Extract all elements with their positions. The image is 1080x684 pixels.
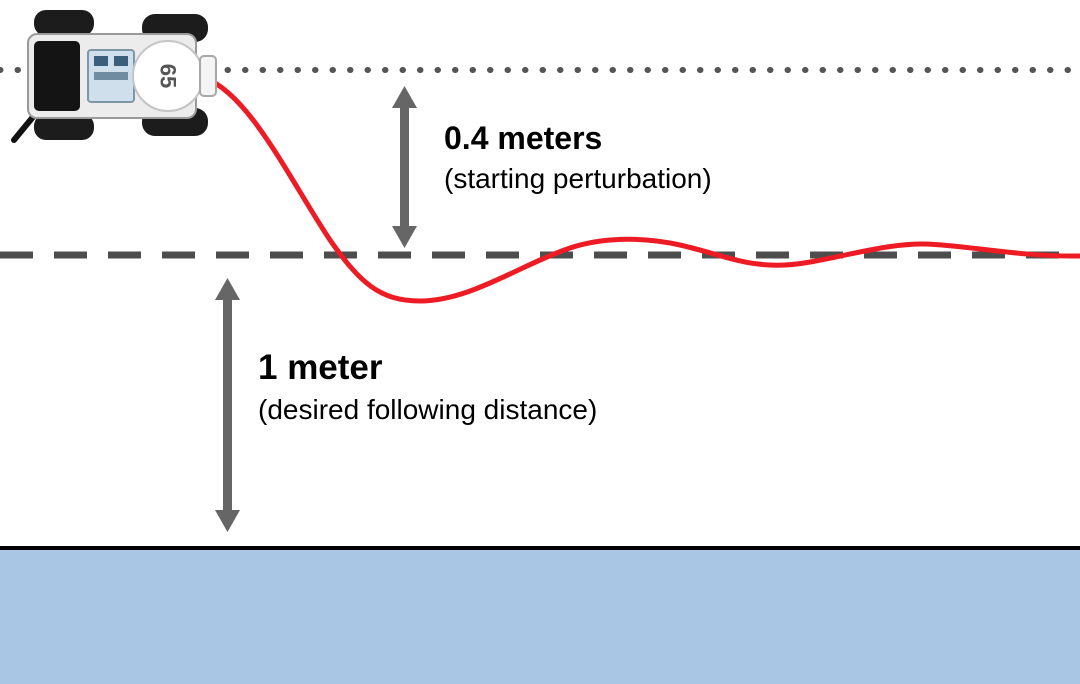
distance-arrow-head-up xyxy=(215,278,240,300)
distance-arrow xyxy=(215,278,240,532)
leader-region xyxy=(0,550,1080,684)
perturbation-annotation: 0.4 meters (starting perturbation) xyxy=(444,120,712,195)
distance-arrow-head-down xyxy=(215,510,240,532)
distance-annotation: 1 meter (desired following distance) xyxy=(258,348,597,426)
leader-edge-line xyxy=(0,546,1080,550)
robot-chip xyxy=(114,56,128,66)
distance-arrow-shaft xyxy=(223,294,232,516)
robot-number-text: 65 xyxy=(156,64,181,88)
perturbation-arrow xyxy=(392,86,417,248)
robot-chip xyxy=(94,56,108,66)
perturbation-arrow-head-down xyxy=(392,226,417,248)
perturbation-arrow-head-up xyxy=(392,86,417,108)
robot-image: 65 xyxy=(11,10,217,143)
robot-front-bumper xyxy=(199,55,217,97)
perturbation-value-label: 0.4 meters xyxy=(444,120,603,156)
robot-connector xyxy=(94,72,128,80)
robot-battery xyxy=(34,41,80,111)
perturbation-description-label: (starting perturbation) xyxy=(444,162,712,194)
trajectory-curve xyxy=(202,75,1080,304)
distance-value-label: 1 meter xyxy=(258,348,383,387)
perturbation-arrow-shaft xyxy=(400,102,409,232)
distance-description-label: (desired following distance) xyxy=(258,394,598,426)
